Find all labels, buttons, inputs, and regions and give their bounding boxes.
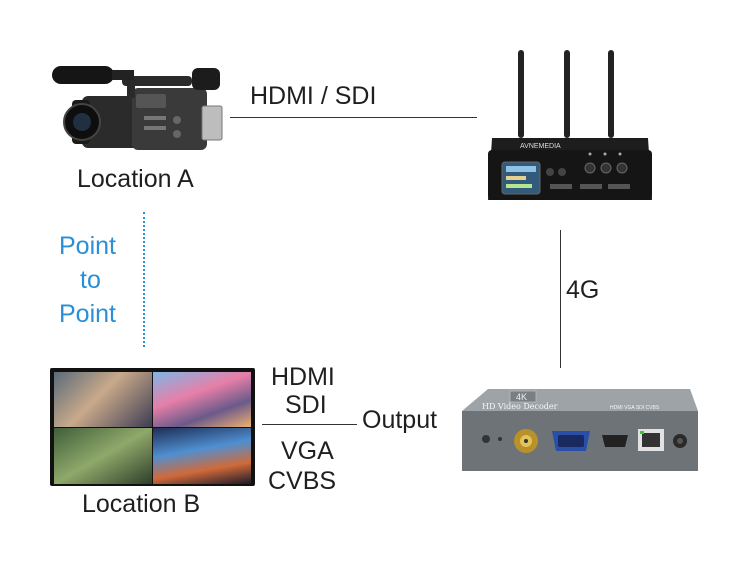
monitor-quad-bottom-right: [152, 428, 251, 484]
output-sdi-label: SDI: [285, 391, 327, 419]
display-monitor: [50, 368, 255, 486]
camera-encoder-connector: [230, 117, 477, 118]
decoder-device-icon: 4K HD Video Decoder HDMI VGA SDI CVBS: [462, 389, 698, 471]
output-label: Output: [362, 406, 438, 434]
output-cvbs-label: CVBS: [268, 467, 337, 495]
encoder-device-icon: AVNEMEDIA: [488, 50, 652, 200]
encoder-brand-text: AVNEMEDIA: [520, 143, 561, 150]
point-to-point-line-2: to: [80, 266, 101, 294]
monitor-quad-top-left: [54, 371, 153, 427]
output-vga-label: VGA: [281, 437, 334, 465]
point-to-point-line-3: Point: [59, 300, 116, 328]
camcorder-icon: [52, 66, 223, 150]
point-to-point-line-1: Point: [59, 232, 116, 260]
hdmi-sdi-link-label: HDMI / SDI: [250, 82, 377, 110]
encoder-decoder-connector: [560, 230, 561, 368]
monitor-quad-bottom-left: [54, 428, 153, 484]
decoder-badge-text: 4K: [516, 392, 527, 402]
location-a-label: Location A: [77, 165, 194, 193]
monitor-decoder-connector: [262, 424, 357, 425]
monitor-quad-top-right: [152, 371, 251, 427]
link-4g-label: 4G: [566, 276, 600, 304]
point-to-point-divider: [143, 212, 145, 347]
decoder-title-text: HD Video Decoder: [482, 402, 558, 411]
decoder-ports-text: HDMI VGA SDI CVBS: [610, 405, 660, 411]
location-b-label: Location B: [82, 490, 201, 518]
output-hdmi-label: HDMI: [271, 363, 335, 391]
